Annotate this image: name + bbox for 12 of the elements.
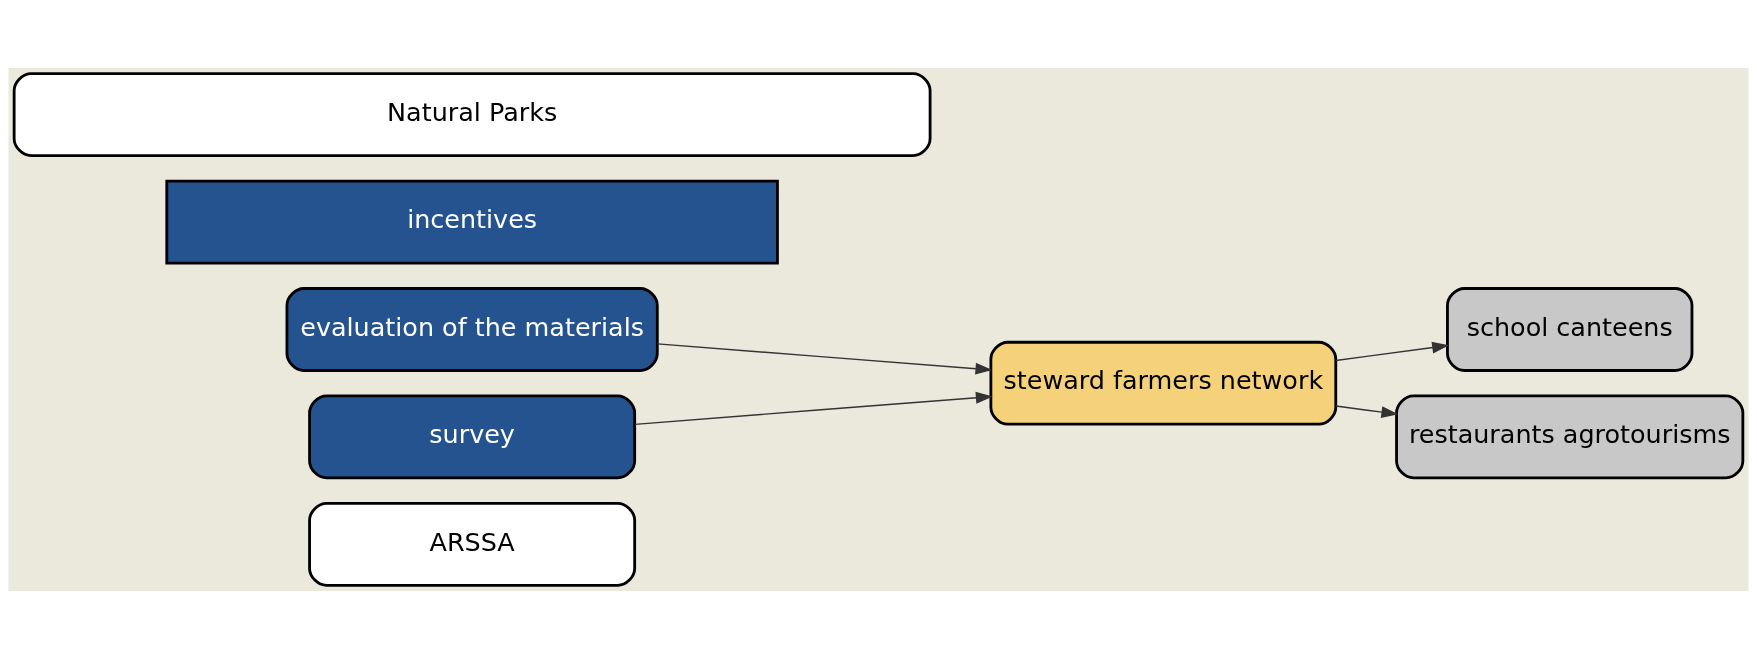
arrow bbox=[1335, 341, 1450, 361]
arrow bbox=[634, 391, 993, 425]
node-box: restaurants agrotourisms bbox=[1395, 394, 1745, 479]
node-box: ARSSA bbox=[308, 501, 637, 587]
arrow bbox=[656, 342, 993, 375]
node-box: steward farmers network bbox=[989, 340, 1338, 426]
node-box: incentives bbox=[165, 179, 779, 264]
node-box: evaluation of the materials bbox=[285, 286, 659, 372]
arrow bbox=[1335, 404, 1399, 418]
node-box: school canteens bbox=[1446, 286, 1694, 372]
node-box: Natural Parks bbox=[12, 71, 932, 157]
node-box: survey bbox=[308, 394, 637, 479]
